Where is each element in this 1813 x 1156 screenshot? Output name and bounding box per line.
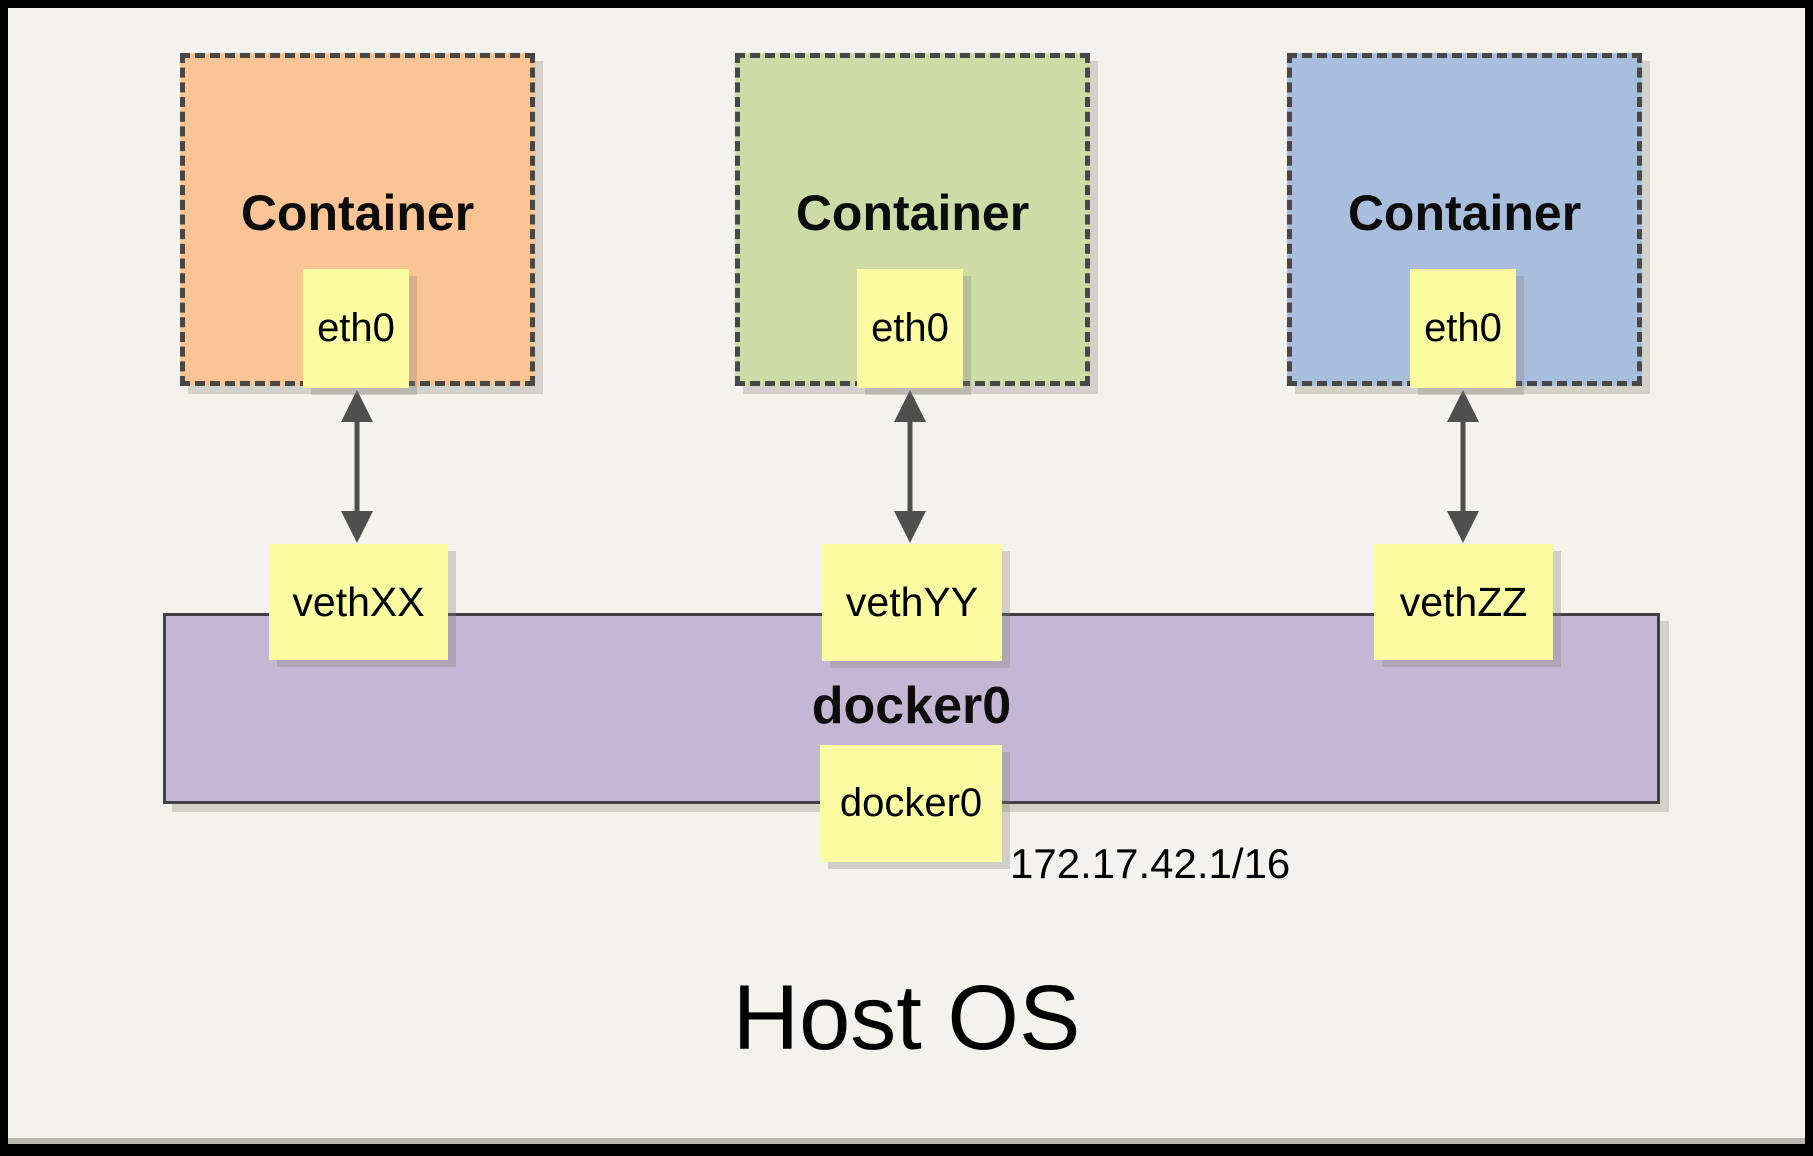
vethzz-box: vethZZ <box>1374 544 1553 660</box>
eth0-box-1: eth0 <box>303 269 409 388</box>
double-arrow-icon-2 <box>894 390 926 543</box>
page-bottom-edge <box>8 1138 1805 1144</box>
host-os-label: Host OS <box>732 967 1081 1069</box>
double-arrow-icon-3 <box>1447 390 1479 543</box>
docker0-interface-box: docker0 <box>820 745 1002 862</box>
container-title-1: Container <box>240 185 475 241</box>
vethxx-box: vethXX <box>269 544 448 660</box>
vethyy-box: vethYY <box>822 544 1002 661</box>
container-title-3: Container <box>1347 185 1582 241</box>
eth0-box-2: eth0 <box>857 269 963 388</box>
container-title-2: Container <box>795 185 1030 241</box>
eth0-box-3: eth0 <box>1410 269 1516 388</box>
bridge-ip-label: 172.17.42.1/16 <box>1010 840 1291 887</box>
double-arrow-icon-1 <box>341 390 373 543</box>
docker0-bridge-title: docker0 <box>811 677 1012 735</box>
